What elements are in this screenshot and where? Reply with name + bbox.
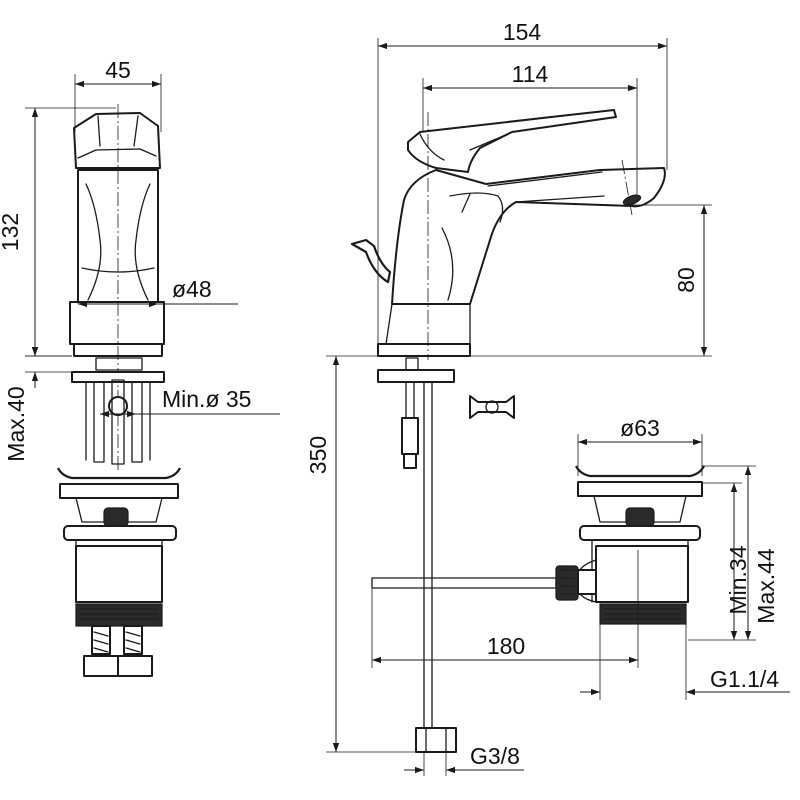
faucet-side-view [69, 104, 165, 470]
front-view-dimension-lines [326, 38, 790, 776]
dimension-label-min-dia-35: Min.ø 35 [162, 386, 251, 412]
dimension-label-180: 180 [487, 633, 525, 659]
faucet-front-view [350, 109, 666, 360]
dimension-label-dia-48: ø48 [172, 276, 212, 302]
drain-valve-front [371, 465, 705, 625]
drain-valve-side [57, 467, 181, 677]
dimension-label-dia-63: ø63 [620, 415, 660, 441]
dimension-label-114: 114 [512, 61, 549, 87]
dimension-label-45: 45 [105, 57, 131, 83]
mounting-kit-side [71, 357, 165, 465]
side-view-dimension-lines [25, 74, 280, 418]
dimension-label-max-40: Max.40 [3, 386, 29, 461]
dimension-label-max-44: Max.44 [753, 548, 779, 624]
dimension-label-132: 132 [0, 213, 23, 251]
dimension-label-g-1-1-4: G1.1/4 [710, 666, 779, 692]
dimension-label-min-34: Min.34 [725, 545, 751, 614]
dimension-label-350: 350 [305, 436, 331, 474]
dimension-label-g-3-8: G3/8 [470, 743, 520, 769]
mounting-kit-front [377, 357, 515, 753]
dimension-label-154: 154 [503, 19, 542, 45]
dimension-label-80: 80 [673, 267, 699, 293]
